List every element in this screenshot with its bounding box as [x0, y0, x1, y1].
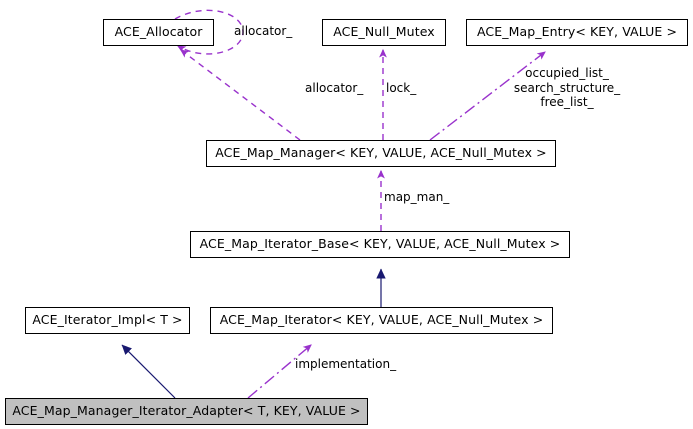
- class-node-label: ACE_Iterator_Impl< T >: [32, 312, 183, 328]
- edge-label-lock: lock_: [386, 81, 417, 95]
- class-node-ace-map-entry[interactable]: ACE_Map_Entry< KEY, VALUE >: [466, 19, 688, 46]
- edge-label-map-man: map_man_: [384, 190, 450, 204]
- edge-label-implementation: implementation_: [295, 357, 397, 371]
- class-node-label: ACE_Map_Manager< KEY, VALUE, ACE_Null_Mu…: [215, 145, 547, 161]
- class-node-ace-map-iterator-base[interactable]: ACE_Map_Iterator_Base< KEY, VALUE, ACE_N…: [190, 231, 570, 258]
- class-node-ace-map-iterator[interactable]: ACE_Map_Iterator< KEY, VALUE, ACE_Null_M…: [210, 307, 553, 334]
- class-node-ace-map-manager-iterator-adapter[interactable]: ACE_Map_Manager_Iterator_Adapter< T, KEY…: [5, 398, 368, 425]
- class-node-label: ACE_Map_Manager_Iterator_Adapter< T, KEY…: [12, 403, 361, 419]
- class-node-ace-allocator[interactable]: ACE_Allocator: [103, 19, 214, 46]
- edge-allocator-to-manager: [180, 49, 301, 141]
- edge-label-allocator-manager: allocator_: [305, 81, 364, 95]
- class-node-ace-map-manager[interactable]: ACE_Map_Manager< KEY, VALUE, ACE_Null_Mu…: [206, 140, 556, 167]
- class-node-ace-null-mutex[interactable]: ACE_Null_Mutex: [322, 19, 446, 46]
- class-node-label: ACE_Map_Iterator_Base< KEY, VALUE, ACE_N…: [199, 236, 561, 252]
- edge-label-map-entry-fields: occupied_list_ search_structure_ free_li…: [513, 66, 621, 109]
- class-node-label: ACE_Map_Iterator< KEY, VALUE, ACE_Null_M…: [219, 312, 544, 328]
- class-node-label: ACE_Allocator: [114, 24, 203, 40]
- class-node-label: ACE_Map_Entry< KEY, VALUE >: [476, 24, 678, 40]
- edge-label-allocator-self: allocator_: [234, 24, 293, 38]
- edge-impl-to-adapter: [121, 344, 176, 399]
- edge-implementation-to-adapter: [247, 344, 312, 399]
- class-node-label: ACE_Null_Mutex: [333, 24, 435, 40]
- class-node-ace-iterator-impl[interactable]: ACE_Iterator_Impl< T >: [25, 307, 190, 334]
